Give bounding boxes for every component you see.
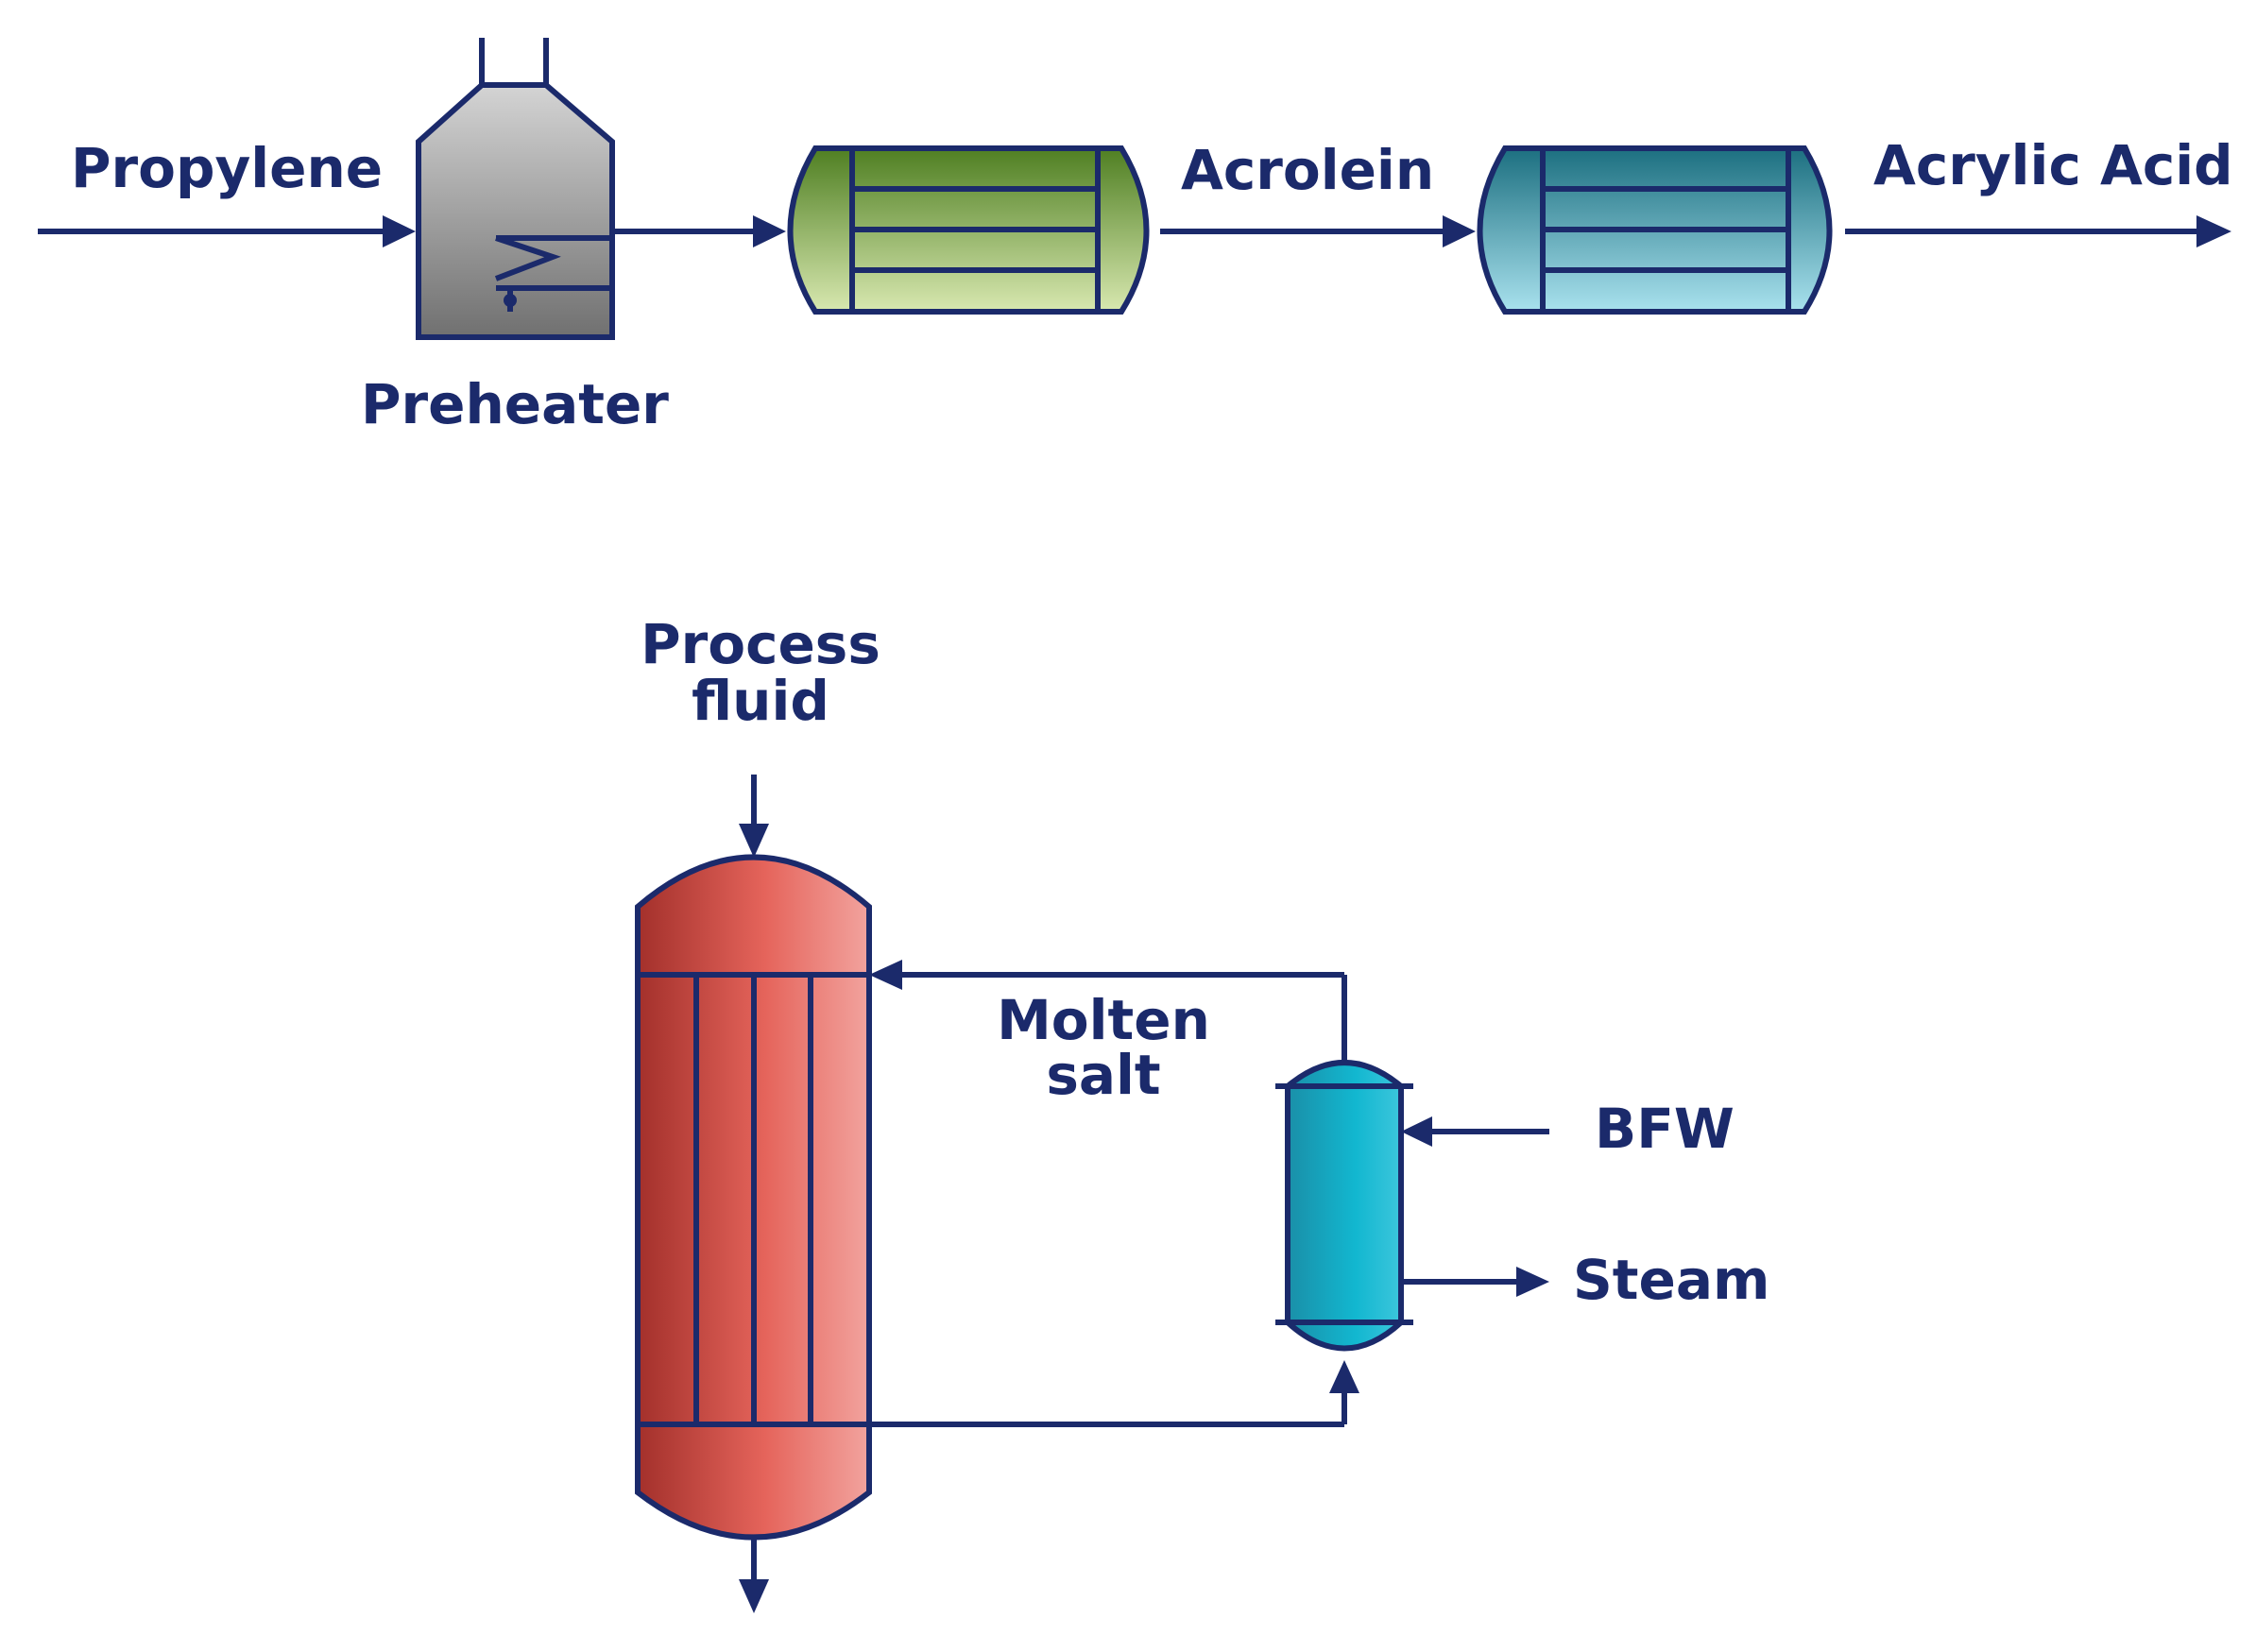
process-fluid-inlet-line [739, 775, 769, 858]
reactor-to-reactor-line [1160, 215, 1476, 247]
preheater-label: Preheater [361, 372, 669, 436]
acrolein-label: Acrolein [1181, 138, 1434, 202]
steam-outlet-line [1401, 1267, 1549, 1297]
preheater [416, 38, 615, 340]
acrylic-acid-label: Acrylic Acid [1873, 133, 2233, 197]
acrylic-acid-outlet-line [1845, 215, 2231, 247]
molten-salt-reactor [635, 854, 872, 1541]
bfw-inlet-line [1401, 1116, 1549, 1147]
process-fluid-label-line1: Process [641, 612, 880, 676]
steam-generator [1275, 1060, 1413, 1352]
steam-label: Steam [1573, 1248, 1769, 1312]
acrolein-reactor [787, 145, 1150, 315]
molten-salt-label-line1: Molten [997, 988, 1210, 1052]
process-fluid-label-line2: fluid [692, 669, 829, 733]
molten-salt-label-line2: salt [1046, 1043, 1160, 1107]
bfw-label: BFW [1595, 1097, 1735, 1161]
propylene-feed-line [38, 215, 416, 247]
acrylic-acid-reactor [1477, 145, 1833, 315]
molten-salt-return-line [869, 960, 1347, 1063]
preheater-to-reactor-line [612, 215, 786, 247]
propylene-label: Propylene [71, 136, 383, 200]
molten-salt-supply-line [869, 1360, 1359, 1427]
reactor-outlet-line [739, 1538, 769, 1613]
